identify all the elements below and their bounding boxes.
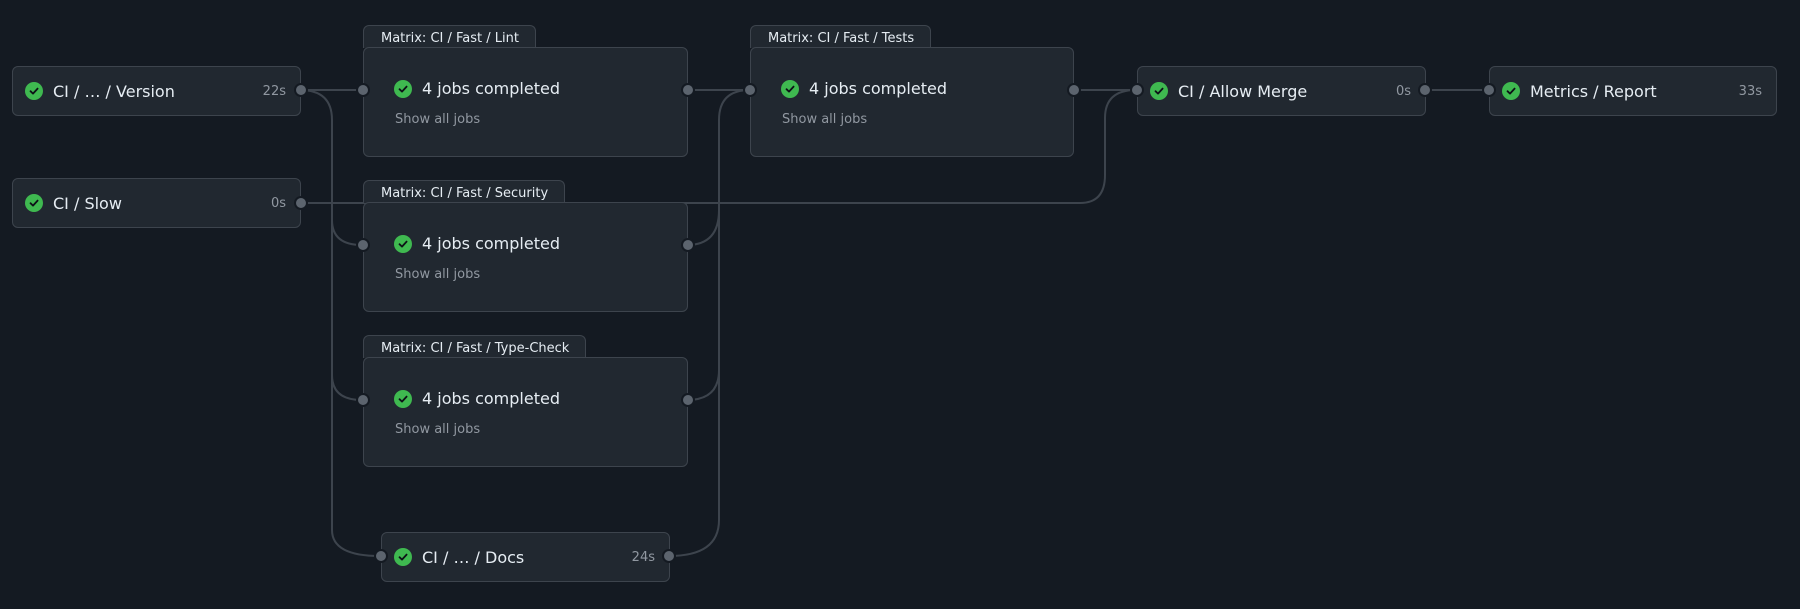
check-circle-icon (25, 82, 43, 100)
job-duration: 33s (1738, 84, 1762, 99)
job-name: CI / … / Docs (422, 547, 525, 567)
matrix-security[interactable]: 4 jobs completed Show all jobs (363, 202, 688, 312)
matrix-tests[interactable]: 4 jobs completed Show all jobs (750, 47, 1074, 157)
check-circle-icon (394, 79, 412, 98)
output-port (662, 549, 676, 563)
job-allow-merge[interactable]: CI / Allow Merge 0s (1137, 66, 1426, 116)
input-port (356, 393, 370, 407)
output-port (294, 83, 308, 97)
check-circle-icon (394, 389, 412, 408)
output-port (294, 196, 308, 210)
job-docs[interactable]: CI / … / Docs 24s (381, 532, 670, 582)
check-circle-icon (781, 79, 799, 98)
output-port (681, 238, 695, 252)
show-all-jobs-link[interactable]: Show all jobs (395, 112, 481, 127)
job-duration: 22s (262, 84, 286, 99)
check-circle-icon (1502, 82, 1520, 100)
edge-security-tests (686, 89, 751, 246)
matrix-lint[interactable]: 4 jobs completed Show all jobs (363, 47, 688, 157)
matrix-label: Matrix: CI / Fast / Tests (750, 25, 932, 48)
check-circle-icon (1150, 82, 1168, 100)
check-circle-icon (394, 234, 412, 253)
check-circle-icon (25, 194, 43, 212)
show-all-jobs-link[interactable]: Show all jobs (395, 267, 481, 282)
job-duration: 0s (1395, 84, 1411, 99)
job-name: Metrics / Report (1530, 81, 1657, 101)
input-port (356, 238, 370, 252)
job-slow[interactable]: CI / Slow 0s (12, 178, 301, 228)
matrix-summary: 4 jobs completed (422, 389, 560, 408)
show-all-jobs-link[interactable]: Show all jobs (395, 422, 481, 437)
matrix-label: Matrix: CI / Fast / Lint (363, 25, 536, 48)
input-port (1130, 83, 1144, 97)
job-name: CI / Allow Merge (1178, 81, 1308, 101)
show-all-jobs-link[interactable]: Show all jobs (782, 112, 868, 127)
input-port (743, 83, 757, 97)
matrix-label: Matrix: CI / Fast / Security (363, 180, 566, 203)
matrix-summary: 4 jobs completed (809, 79, 947, 98)
check-circle-icon (394, 548, 412, 566)
edge-version-security (299, 89, 363, 246)
input-port (356, 83, 370, 97)
job-duration: 0s (270, 196, 286, 211)
output-port (1067, 83, 1081, 97)
job-name: CI / … / Version (53, 81, 175, 101)
matrix-summary: 4 jobs completed (422, 234, 560, 253)
job-metrics-report[interactable]: Metrics / Report 33s (1489, 66, 1777, 116)
job-duration: 24s (631, 550, 655, 565)
input-port (1482, 83, 1496, 97)
output-port (1418, 83, 1432, 97)
matrix-summary: 4 jobs completed (422, 79, 560, 98)
matrix-label: Matrix: CI / Fast / Type-Check (363, 335, 587, 358)
input-port (374, 549, 388, 563)
job-version[interactable]: CI / … / Version 22s (12, 66, 301, 116)
matrix-typecheck[interactable]: 4 jobs completed Show all jobs (363, 357, 688, 467)
output-port (681, 393, 695, 407)
job-name: CI / Slow (53, 193, 122, 213)
output-port (681, 83, 695, 97)
